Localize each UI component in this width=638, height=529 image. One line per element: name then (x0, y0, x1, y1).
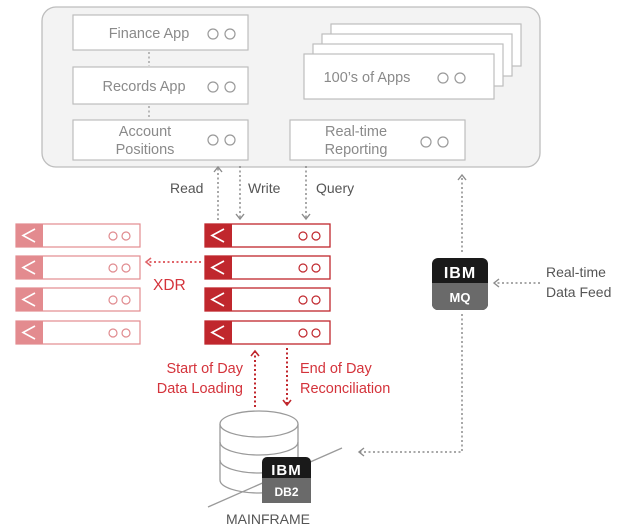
replica-node (15, 287, 141, 312)
status-dots-icon (207, 81, 236, 93)
mq-to-mainframe-arrow (357, 314, 463, 457)
replica-node-stack (15, 223, 141, 345)
node-icon (16, 224, 43, 247)
replica-node (15, 320, 141, 345)
write-label: Write (248, 180, 281, 196)
db2-label: DB2 (274, 485, 298, 499)
data-feed-line1: Real-time (546, 264, 606, 280)
many-apps-stack: 100’s of Apps (303, 23, 522, 100)
start-of-day-line1: Start of Day (166, 361, 243, 377)
primary-node-stack (204, 223, 331, 345)
node-icon (205, 224, 232, 247)
db2-badge: IBM DB2 (262, 457, 311, 503)
ibm-logo-icon: IBM (444, 265, 476, 282)
status-dots-icon (420, 136, 449, 148)
xdr-label: XDR (153, 277, 186, 294)
mq-label: MQ (450, 290, 471, 305)
many-apps-label: 100’s of Apps (324, 70, 411, 86)
primary-node (204, 287, 331, 312)
mq-badge: IBM MQ (432, 258, 488, 310)
realtime-reporting-box: Real-time Reporting (289, 119, 466, 161)
node-icon (16, 288, 43, 311)
replica-node (15, 255, 141, 280)
data-feed-line2: Data Feed (546, 284, 611, 300)
node-icon (16, 321, 43, 344)
records-app-label: Records App (102, 79, 185, 95)
status-dots-icon (207, 134, 236, 146)
node-icon (205, 288, 232, 311)
replica-node (15, 223, 141, 248)
status-dots-icon (207, 28, 236, 40)
start-of-day-line2: Data Loading (157, 381, 243, 397)
account-positions-box: Account Positions (72, 119, 249, 161)
end-of-day-line1: End of Day (300, 361, 372, 377)
account-positions-line2: Positions (116, 142, 175, 158)
end-of-day-line2: Reconciliation (300, 381, 390, 397)
ibm-logo-icon: IBM (271, 462, 302, 479)
node-icon (16, 256, 43, 279)
realtime-reporting-line1: Real-time (325, 124, 387, 140)
node-icon (205, 256, 232, 279)
node-icon (205, 321, 232, 344)
status-dots-icon (437, 72, 466, 84)
account-positions-line1: Account (119, 124, 171, 140)
mainframe-label: MAINFRAME (226, 511, 310, 527)
records-app-box: Records App (72, 66, 249, 105)
primary-node (204, 255, 331, 280)
primary-node (204, 223, 331, 248)
realtime-reporting-line2: Reporting (325, 142, 388, 158)
query-label: Query (316, 180, 354, 196)
finance-app-box: Finance App (72, 14, 249, 51)
read-label: Read (170, 180, 203, 196)
primary-node (204, 320, 331, 345)
finance-app-label: Finance App (109, 26, 190, 42)
